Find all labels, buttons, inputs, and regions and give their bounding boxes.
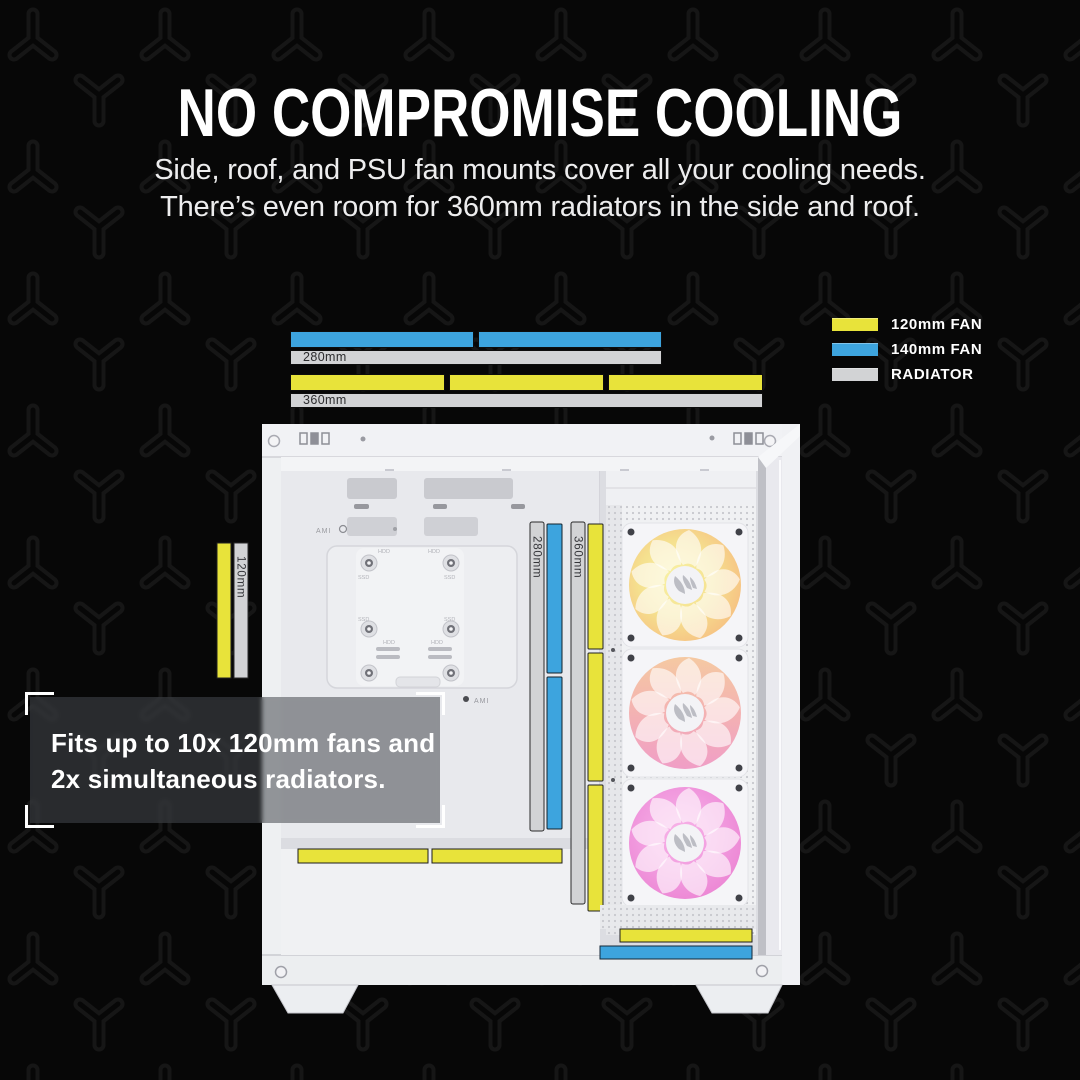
roof-mount-diagram: 280mm 360mm bbox=[290, 331, 763, 408]
vertical-radiator-280-label: 280mm bbox=[531, 536, 543, 578]
callout-line-2: 2x simultaneous radiators. bbox=[51, 764, 386, 794]
bottom-mount-bars bbox=[599, 905, 756, 960]
vertical-fan-120-segment-3 bbox=[587, 784, 604, 912]
bottom-fan-120-bar bbox=[619, 928, 753, 943]
vertical-fan-120-segment-1 bbox=[587, 523, 604, 650]
legend: 120mm FAN 140mm FAN RADIATOR bbox=[832, 316, 983, 393]
subtitle: Side, roof, and PSU fan mounts cover all… bbox=[0, 152, 1080, 226]
page-title: NO COMPROMISE COOLING bbox=[177, 75, 903, 151]
fan-120-segment-2 bbox=[449, 374, 604, 391]
callout-corner-bracket bbox=[25, 805, 54, 828]
top-left-screw bbox=[267, 434, 281, 448]
hdd-cage: HDD HDD SSD SSD SSD SSD HDD HDD bbox=[326, 545, 518, 689]
subtitle-line-2: There’s even room for 360mm radiators in… bbox=[160, 191, 920, 223]
legend-label-120mm-fan: 120mm FAN bbox=[891, 316, 983, 333]
svg-text:SSD: SSD bbox=[444, 575, 455, 581]
case-foot-right bbox=[695, 984, 783, 1014]
legend-swatch-radiator bbox=[832, 368, 878, 381]
vertical-mount-bars: 280mm 360mm bbox=[529, 521, 604, 912]
fan-120-segment-3 bbox=[608, 374, 763, 391]
svg-text:HDD: HDD bbox=[383, 640, 395, 646]
fan-140-row bbox=[290, 331, 662, 348]
cage-vents bbox=[376, 647, 452, 659]
svg-text:HDD: HDD bbox=[431, 640, 443, 646]
legend-row-radiator: RADIATOR bbox=[832, 366, 982, 383]
hdd-grommets bbox=[360, 554, 460, 682]
legend-row-120mm-fan: 120mm FAN bbox=[832, 316, 983, 333]
radiator-280-bar: 280mm bbox=[290, 350, 662, 365]
svg-text:SSD: SSD bbox=[358, 575, 369, 581]
vertical-fan-140-segment-1 bbox=[546, 523, 563, 674]
side-fan-bar-label: 120mm bbox=[235, 556, 247, 598]
rgb-fan-bottom bbox=[621, 778, 749, 908]
bottom-fan-140-bar bbox=[599, 945, 753, 960]
shroud-fan-120-segment-2 bbox=[431, 848, 563, 864]
radiator-360-bar: 360mm bbox=[290, 393, 763, 408]
shroud-fan-bars bbox=[297, 848, 563, 864]
legend-swatch-120mm-fan bbox=[832, 318, 878, 331]
side-fan-mount-bars: 120mm bbox=[216, 542, 249, 679]
fan-140-segment-1 bbox=[290, 331, 474, 348]
legend-label-radiator: RADIATOR bbox=[891, 366, 974, 383]
svg-text:HDD: HDD bbox=[428, 549, 440, 555]
svg-text:SSD: SSD bbox=[444, 617, 455, 623]
top-vent-icon-right bbox=[733, 432, 764, 445]
side-radiator-bar bbox=[233, 542, 249, 679]
subtitle-line-1: Side, roof, and PSU fan mounts cover all… bbox=[154, 154, 926, 186]
svg-text:SSD: SSD bbox=[358, 617, 369, 623]
fan-120-segment-1 bbox=[290, 374, 445, 391]
rgb-fan-top bbox=[621, 522, 749, 648]
rgb-fan-middle bbox=[621, 648, 749, 778]
radiator-360-label: 360mm bbox=[303, 393, 347, 407]
callout-fill bbox=[30, 697, 440, 823]
svg-text:HDD: HDD bbox=[378, 549, 390, 555]
vertical-radiator-360-bar bbox=[570, 521, 586, 905]
shroud-fan-120-segment-1 bbox=[297, 848, 429, 864]
vertical-fan-140-segment-2 bbox=[546, 676, 563, 830]
callout-corner-bracket bbox=[25, 692, 54, 715]
callout-box: Fits up to 10x 120mm fans and 2x simulta… bbox=[25, 692, 445, 828]
radiator-280-label: 280mm bbox=[303, 350, 347, 364]
top-right-screw bbox=[763, 434, 777, 448]
vertical-radiator-280-bar bbox=[529, 521, 545, 832]
callout-line-1: Fits up to 10x 120mm fans and bbox=[51, 728, 436, 758]
vertical-fan-120-segment-2 bbox=[587, 652, 604, 782]
ami-marking-top: AMI bbox=[316, 528, 331, 535]
side-fan-120-segment bbox=[216, 542, 232, 679]
drive-labels: HDD HDD SSD SSD SSD SSD HDD HDD bbox=[358, 549, 455, 646]
fan-140-segment-2 bbox=[478, 331, 662, 348]
top-vent-icon-left bbox=[299, 432, 330, 445]
vertical-radiator-360-label: 360mm bbox=[572, 536, 584, 578]
case-bottom bbox=[271, 964, 783, 1014]
fan-120-row bbox=[290, 374, 763, 391]
front-glass-frame bbox=[758, 424, 800, 985]
legend-swatch-140mm-fan bbox=[832, 343, 878, 356]
legend-row-140mm-fan: 140mm FAN bbox=[832, 341, 983, 358]
callout-text: Fits up to 10x 120mm fans and 2x simulta… bbox=[51, 725, 435, 797]
legend-label-140mm-fan: 140mm FAN bbox=[891, 341, 983, 358]
callout-corner-bracket bbox=[416, 692, 445, 715]
ami-marking-bottom: AMI bbox=[474, 698, 489, 705]
case-foot-left bbox=[271, 984, 359, 1014]
callout-corner-bracket bbox=[416, 805, 445, 828]
